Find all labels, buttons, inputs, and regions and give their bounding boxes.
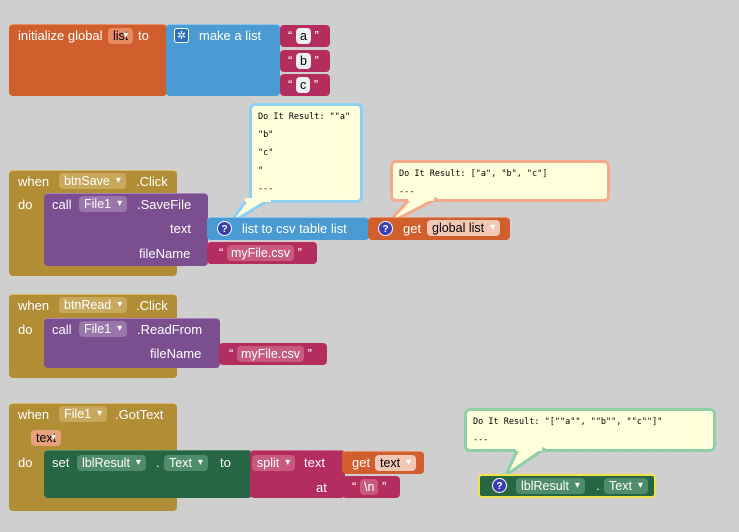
do-it-result-bubble-1: Do It Result: ""a" "b" "c" " ---: [249, 103, 363, 203]
make-a-list-label: make a list: [199, 28, 262, 43]
do-label: do: [18, 322, 33, 337]
global-list-dropdown[interactable]: global list: [427, 220, 501, 236]
question-icon[interactable]: ?: [492, 478, 507, 493]
filename-string-block[interactable]: “ myFile.csv ”: [207, 242, 317, 264]
file1-component-dropdown[interactable]: File1: [79, 196, 128, 212]
savefile-method-label: .SaveFile: [137, 197, 192, 212]
filename-arg-label: fileName: [139, 246, 191, 261]
text-property-dropdown[interactable]: Text: [604, 478, 648, 494]
readfrom-method-label: .ReadFrom: [137, 322, 203, 337]
initialize-global-block[interactable]: [9, 24, 167, 96]
text-param-label[interactable]: text: [31, 430, 62, 446]
dot-label: .: [596, 478, 600, 493]
call-label: call: [52, 322, 72, 337]
string-item-b[interactable]: “ b ”: [280, 50, 330, 72]
call-label: call: [52, 197, 72, 212]
question-icon[interactable]: ?: [217, 221, 232, 236]
gear-icon[interactable]: ✲: [174, 28, 189, 43]
set-label: set: [52, 455, 70, 470]
do-it-result-bubble-2: Do It Result: ["a", "b", "c"] ---: [390, 160, 610, 202]
when-label: when: [18, 298, 50, 313]
get-label: get: [352, 455, 371, 470]
to-label: to: [138, 28, 149, 43]
separator-string-block[interactable]: “ \n ”: [342, 476, 400, 498]
dot-label: .: [156, 455, 160, 470]
at-arg-label: at: [316, 480, 327, 495]
click-event-label: .Click: [136, 174, 168, 189]
do-label: do: [18, 455, 33, 470]
text-arg-label: text: [170, 221, 191, 236]
string-item-a[interactable]: “ a ”: [280, 25, 330, 47]
initialize-global-label: initialize global: [18, 28, 103, 43]
file1-component-dropdown[interactable]: File1: [79, 321, 128, 337]
list-to-csv-table-label: list to csv table list: [242, 221, 347, 236]
get-label: get: [403, 221, 422, 236]
list-to-csv-table-block[interactable]: [207, 217, 369, 240]
call-readfrom-block[interactable]: [44, 318, 220, 368]
lblresult-component-dropdown[interactable]: lblResult: [516, 478, 585, 494]
do-it-result-bubble-3: Do It Result: "[""a"", ""b"", ""c""]" --…: [464, 408, 716, 452]
btnread-component-dropdown[interactable]: btnRead: [59, 297, 128, 313]
text-arg-label: text: [304, 455, 325, 470]
lblresult-component-dropdown[interactable]: lblResult: [77, 455, 146, 471]
click-event-label: .Click: [136, 298, 168, 313]
file1-component-dropdown[interactable]: File1: [59, 406, 108, 422]
split-dropdown[interactable]: split: [252, 455, 296, 471]
do-label: do: [18, 197, 33, 212]
bubble-3-tail: [504, 447, 546, 477]
text-variable-dropdown[interactable]: text: [375, 455, 417, 471]
btnsave-component-dropdown[interactable]: btnSave: [59, 173, 126, 189]
gottext-event-label: .GotText: [115, 407, 164, 422]
when-label: when: [18, 407, 50, 422]
question-icon[interactable]: ?: [378, 221, 393, 236]
filename-arg-label: fileName: [150, 346, 202, 361]
to-label: to: [220, 455, 231, 470]
when-label: when: [18, 174, 50, 189]
filename-string-block[interactable]: “ myFile.csv ”: [219, 343, 327, 365]
string-item-c[interactable]: “ c ”: [280, 74, 330, 96]
global-var-name-field[interactable]: list: [108, 28, 134, 44]
text-property-dropdown[interactable]: Text: [164, 455, 208, 471]
